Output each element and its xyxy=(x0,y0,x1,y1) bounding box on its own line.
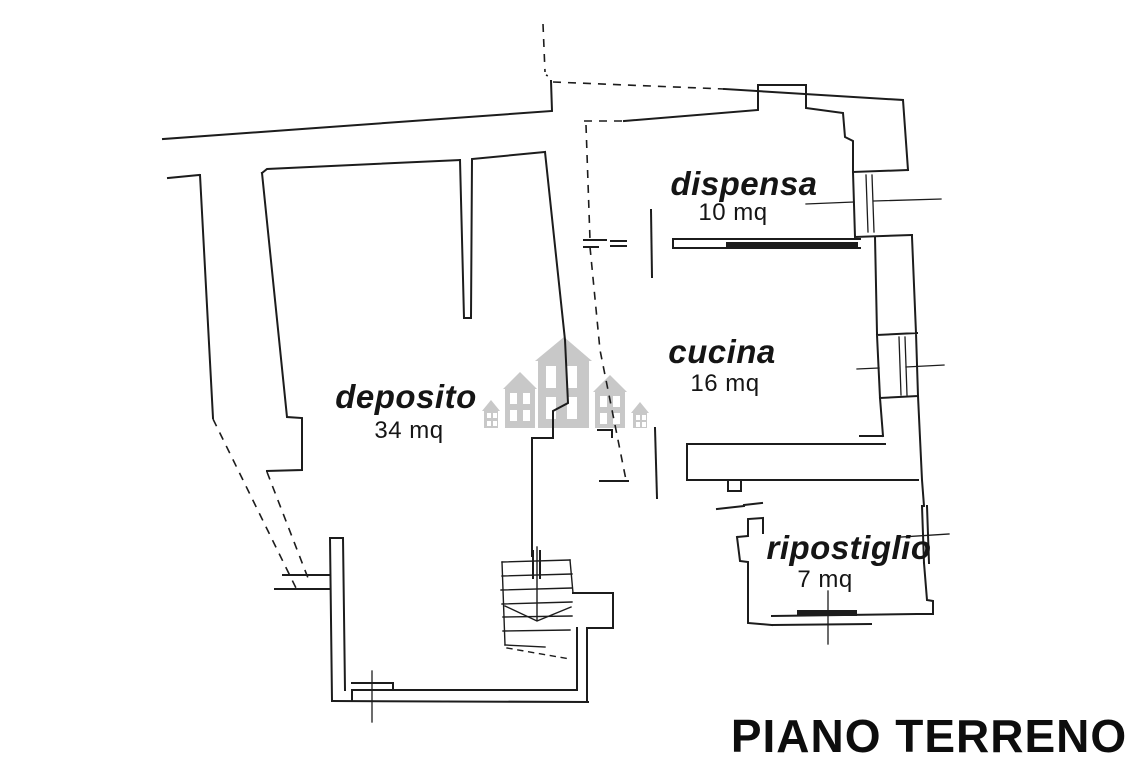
room-area-dispensa: 10 mq xyxy=(698,199,768,226)
watermark-houses-icon xyxy=(482,337,649,428)
room-area-cucina: 16 mq xyxy=(690,370,760,397)
window-icons xyxy=(371,174,950,723)
dashed-boundary-lines xyxy=(212,23,725,589)
floor-plan-title: PIANO TERRENO xyxy=(730,710,1128,762)
staircase-icon xyxy=(500,546,574,660)
room-label-dispensa: dispensa xyxy=(670,165,818,202)
room-label-deposito: deposito xyxy=(335,378,477,415)
room-label-cucina: cucina xyxy=(668,333,776,370)
wall-lines xyxy=(161,79,934,704)
room-area-deposito: 34 mq xyxy=(374,417,444,444)
room-label-ripostiglio: ripostiglio xyxy=(766,529,932,566)
room-area-ripostiglio: 7 mq xyxy=(797,566,853,593)
